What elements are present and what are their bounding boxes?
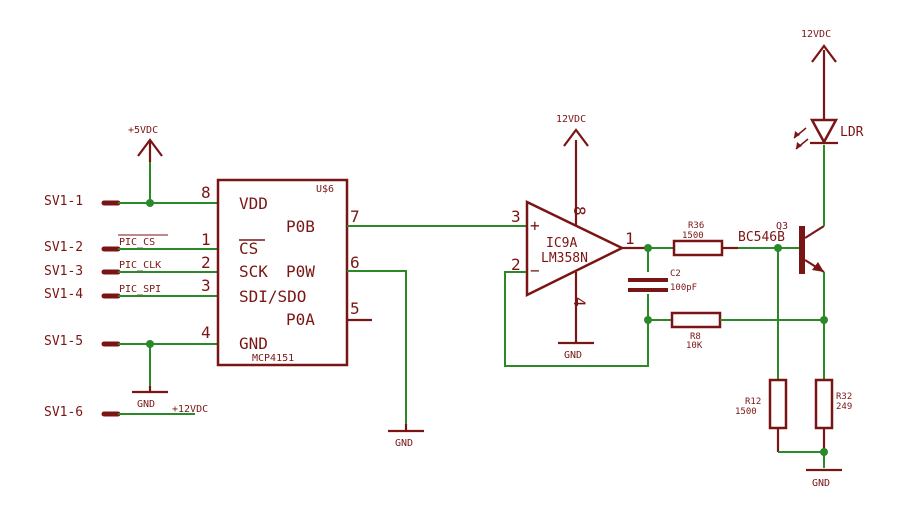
mcp4151-chip: U$6 MCP4151 VDD CS SCK SDI/SDO GND P0B P… (201, 178, 372, 367)
junction-gnd (146, 340, 154, 348)
mcp-pin-sdi: SDI/SDO (239, 287, 306, 306)
pic-clk-label: PIC_CLK (119, 260, 161, 271)
r32-value: 249 (836, 402, 852, 412)
ldr-diode: LDR (793, 50, 864, 150)
mcp-pin3-num: 3 (201, 276, 211, 295)
v12-ldr-label: 12VDC (801, 29, 831, 40)
opamp-value: LM358N (541, 251, 588, 266)
gnd-symbol-mcp: GND (132, 386, 168, 410)
opamp-body (525, 200, 625, 298)
p5vdc-label: +5VDC (128, 125, 158, 136)
mcp-pin6-num: 6 (350, 253, 360, 272)
opamp-ref: IC9A (546, 236, 577, 251)
mcp4151-body (216, 178, 349, 367)
ldr-label: LDR (840, 125, 864, 140)
q3-arrow (812, 262, 824, 272)
resistor-r32: R32 249 (814, 378, 852, 430)
opamp-pin2-num: 2 (511, 255, 521, 274)
pic-cs-label: PIC_CS (119, 237, 155, 248)
mcp-pin1-num: 1 (201, 230, 211, 249)
net-labels: PIC_CS PIC_CLK PIC_SPI (118, 234, 168, 295)
mcp-pin-p0b: P0B (286, 217, 315, 236)
transistor-q3: Q3 BC546B (738, 221, 825, 274)
opamp-pin1-num: 1 (625, 229, 635, 248)
resistor-r8: R8 10K (670, 311, 722, 351)
opamp-pin4-num: 4 (570, 297, 589, 307)
opamp-lm358: + − IC9A LM358N 3 2 1 8 4 (511, 140, 648, 343)
p0w-wire (347, 270, 407, 428)
supply-5v: +5VDC (128, 125, 163, 162)
gnd-mcp-label: GND (137, 399, 155, 410)
sv1-6-label: SV1-6 (44, 405, 83, 420)
supply-12v-opamp: 12VDC (556, 114, 589, 147)
resistor-r36: R36 1500 (672, 221, 738, 257)
mcp-value: MCP4151 (252, 353, 294, 364)
sv1-4-label: SV1-4 (44, 287, 83, 302)
sv1-3-label: SV1-3 (44, 264, 83, 279)
mcp-ref: U$6 (316, 184, 334, 195)
c2-value: 100pF (670, 283, 697, 293)
mcp-pin-p0w: P0W (286, 262, 315, 281)
q3-collector (804, 225, 825, 239)
mcp-pin4-num: 4 (201, 323, 211, 342)
feedback-wire (504, 271, 649, 367)
junction-feedback (644, 316, 652, 324)
p12vdc-label: +12VDC (172, 404, 208, 415)
mcp-pin-cs: CS (239, 239, 258, 258)
r36-value: 1500 (682, 231, 704, 241)
gnd-symbol-opamp: GND (558, 341, 594, 361)
r12-value: 1500 (735, 407, 757, 417)
mcp-pin-vdd: VDD (239, 194, 268, 213)
supply-12v-ldr: 12VDC (801, 29, 837, 63)
r8-ref: R8 (690, 332, 701, 342)
mcp-pin8-num: 8 (201, 183, 211, 202)
q3-base-bar (799, 226, 805, 274)
sv1-5-label: SV1-5 (44, 334, 83, 349)
r36-ref: R36 (688, 221, 704, 231)
q3-ref: Q3 (776, 221, 788, 232)
v12-opamp-label: 12VDC (556, 114, 586, 125)
opamp-minus: − (530, 261, 540, 280)
ldr-triangle (809, 118, 839, 145)
mcp-pin7-num: 7 (350, 207, 360, 226)
gnd-pot-label: GND (395, 438, 413, 449)
mcp-pin2-num: 2 (201, 253, 211, 272)
gnd-symbol-pot: GND (388, 424, 424, 449)
mcp-pin-sck: SCK (239, 262, 268, 281)
r12-ref: R12 (745, 397, 761, 407)
mcp-pin-gnd: GND (239, 334, 268, 353)
connector-wires (118, 160, 218, 415)
resistor-r12: R12 1500 (735, 378, 788, 430)
pic-spi-label: PIC_SPI (119, 284, 161, 295)
capacitor-c2: C2 100pF (628, 269, 697, 293)
sv1-1-label: SV1-1 (44, 194, 83, 209)
gnd-symbol-out: GND (806, 468, 842, 489)
gnd-out-label: GND (812, 478, 830, 489)
connector-sv1: SV1-1 SV1-2 SV1-3 SV1-4 SV1-5 SV1-6 (44, 194, 121, 420)
opamp-pin8-num: 8 (570, 206, 589, 216)
mcp-pin-p0a: P0A (286, 310, 315, 329)
mcp-pin5-num: 5 (350, 299, 360, 318)
gnd-opamp-label: GND (564, 350, 582, 361)
sv1-2-label: SV1-2 (44, 240, 83, 255)
junction-out (644, 244, 652, 252)
r8-value: 10K (686, 341, 703, 351)
q3-value: BC546B (738, 230, 785, 245)
c2-ref: C2 (670, 269, 681, 279)
junction-bottom (820, 448, 828, 456)
opamp-pin3-num: 3 (511, 207, 521, 226)
opamp-plus: + (530, 216, 540, 235)
junction-vdd (146, 199, 154, 207)
r32-ref: R32 (836, 392, 852, 402)
